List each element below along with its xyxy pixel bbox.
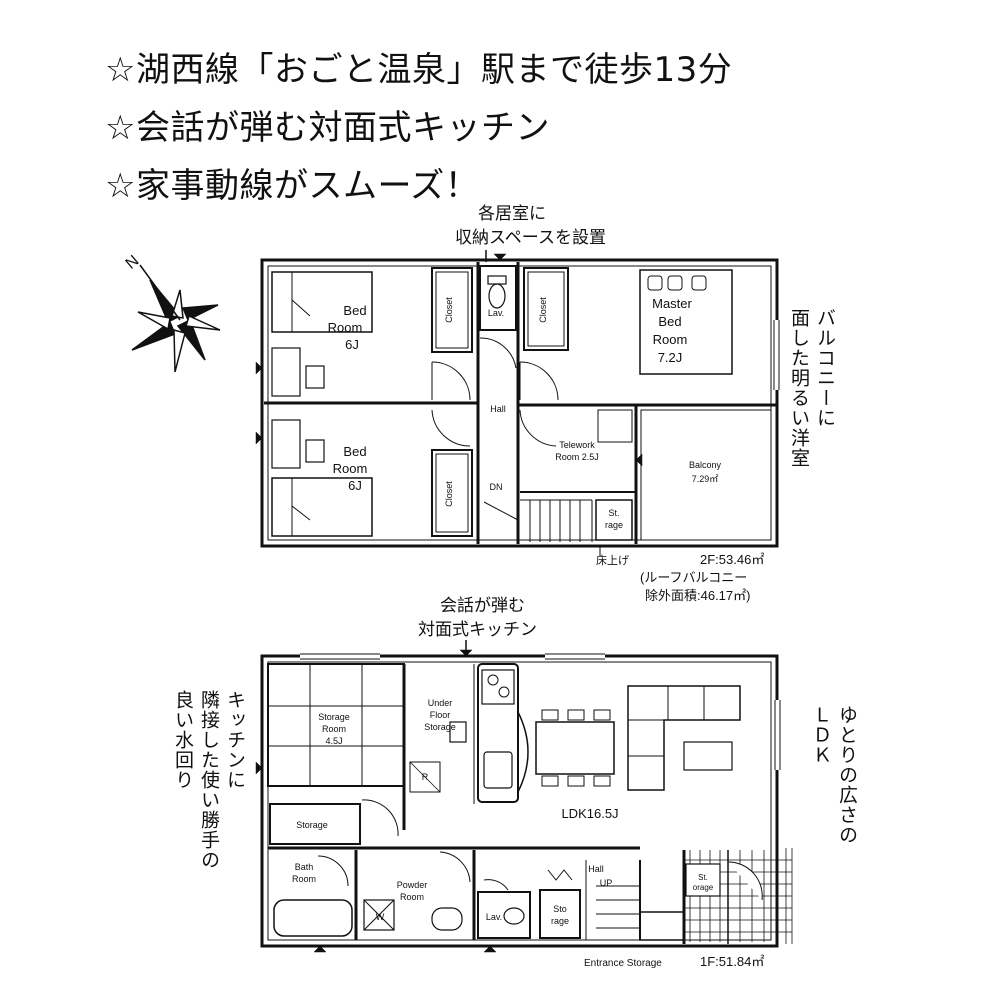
kitchen-callout-line1: 会話が弾む bbox=[440, 596, 525, 616]
lav-1f-label: Lav. bbox=[486, 912, 502, 922]
closet-a-label: Closet bbox=[444, 297, 454, 323]
floor-2-plan bbox=[255, 250, 780, 556]
bed-room-a-size: 6J bbox=[345, 337, 359, 352]
floor-raised-note: 床上げ bbox=[596, 553, 629, 567]
bed-room-a-label-2: Room bbox=[328, 320, 363, 335]
storage-room-label: Storage bbox=[318, 712, 350, 722]
floor-1-area: 1F:51.84㎡ bbox=[700, 954, 764, 969]
headline-housework: ☆家事動線がスムーズ！ bbox=[105, 166, 480, 206]
bath-room-label: Bath bbox=[295, 862, 314, 872]
bath-room-label-2: Room bbox=[292, 874, 316, 884]
water-side-note-line3: 良い水回り bbox=[172, 690, 194, 790]
storage-2f-label: St. bbox=[608, 508, 619, 518]
telework-room-size: Room 2.5J bbox=[555, 452, 599, 462]
stairs-down-label: DN bbox=[490, 482, 503, 492]
telework-room-label: Telework bbox=[559, 440, 595, 450]
storage-small-1f-label: Sto bbox=[553, 904, 567, 914]
bed-room-b-label: Bed bbox=[343, 444, 366, 459]
hall-1f-label: Hall bbox=[588, 864, 604, 874]
lav-2f-label: Lav. bbox=[488, 308, 504, 318]
compass-icon bbox=[131, 264, 221, 373]
master-bed-room-label-2: Bed bbox=[658, 314, 681, 329]
porch-storage-label: St. bbox=[698, 873, 708, 882]
storage-2f-label-2: rage bbox=[605, 520, 623, 530]
porch-storage-label-2: orage bbox=[693, 883, 714, 892]
balcony-area: 7.29㎡ bbox=[692, 474, 719, 484]
floor-1-plan bbox=[255, 640, 793, 953]
underfloor-storage-label: Under bbox=[428, 698, 453, 708]
floor-2-area: 2F:53.46㎡ bbox=[700, 552, 764, 567]
powder-room-label: Powder bbox=[397, 880, 428, 890]
headline-kitchen: ☆会話が弾む対面式キッチン bbox=[105, 108, 550, 148]
bed-room-b-label-2: Room bbox=[333, 461, 368, 476]
master-bed-room-label: Master bbox=[652, 296, 692, 311]
master-bed-room-size: 7.2J bbox=[658, 350, 683, 365]
balcony-label: Balcony bbox=[689, 460, 722, 470]
balcony-side-note: バルコニーに 面した明るい洋室 bbox=[786, 308, 838, 468]
storage-small-1f-label-2: rage bbox=[551, 916, 569, 926]
floor-2-roof-balcony-note: (ルーフバルコニー bbox=[640, 570, 747, 585]
bed-room-b-size: 6J bbox=[348, 478, 362, 493]
bed-room-a-label: Bed bbox=[343, 303, 366, 318]
ldk-side-note-line2: ＬＤＫ bbox=[810, 705, 832, 765]
water-side-note-line2: 隣接した使い勝手の bbox=[198, 690, 220, 870]
refrigerator-mark: R bbox=[422, 772, 429, 782]
storage-callout-line1: 各居室に bbox=[478, 204, 546, 224]
storage-1f-label: Storage bbox=[296, 820, 328, 830]
storage-room-size: 4.5J bbox=[325, 736, 342, 746]
entrance-storage-label: Entrance Storage bbox=[584, 958, 662, 969]
storage-room-label-2: Room bbox=[322, 724, 346, 734]
hall-2f-label: Hall bbox=[490, 404, 506, 414]
kitchen-callout-line2: 対面式キッチン bbox=[418, 620, 537, 640]
ldk-side-note-line1: ゆとりの広さの bbox=[836, 705, 858, 845]
ldk-side-note: ゆとりの広さの ＬＤＫ bbox=[808, 705, 860, 845]
water-side-note-line1: キッチンに bbox=[224, 690, 246, 790]
washer-mark: W bbox=[376, 912, 385, 922]
master-bed-room-label-3: Room bbox=[653, 332, 688, 347]
underfloor-storage-label-3: Storage bbox=[424, 722, 456, 732]
closet-c-label: Closet bbox=[538, 297, 548, 323]
ldk-label: LDK16.5J bbox=[561, 806, 618, 821]
headline-station: ☆湖西線「おごと温泉」駅まで徒歩13分 bbox=[105, 50, 733, 90]
water-side-note: キッチンに 隣接した使い勝手の 良い水回り bbox=[170, 690, 248, 870]
balcony-side-note-line2: 面した明るい洋室 bbox=[788, 308, 810, 468]
underfloor-storage-label-2: Floor bbox=[430, 710, 451, 720]
compass-north-label: N bbox=[123, 252, 143, 272]
closet-b-label: Closet bbox=[444, 481, 454, 507]
storage-callout-line2: 収納スペースを設置 bbox=[455, 228, 606, 248]
balcony-side-note-line1: バルコニーに bbox=[814, 308, 836, 428]
stairs-up-label: UP bbox=[600, 878, 613, 888]
floor-2-excluded-area: 除外面積:46.17㎡) bbox=[645, 588, 750, 603]
powder-room-label-2: Room bbox=[400, 892, 424, 902]
